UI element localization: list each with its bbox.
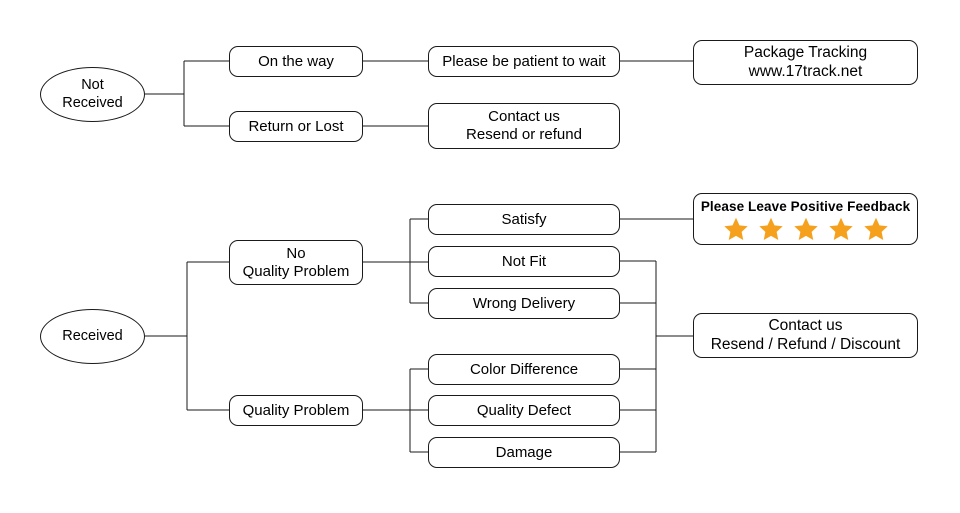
node-please-be-patient-to-wait[interactable]: Please be patient to wait	[428, 46, 620, 77]
star-icon[interactable]	[723, 216, 749, 242]
star-icon[interactable]	[758, 216, 784, 242]
node-contact-us-resend-refund-discount[interactable]: Contact us Resend / Refund / Discount	[693, 313, 918, 358]
node-on-the-way[interactable]: On the way	[229, 46, 363, 77]
feedback-title: Please Leave Positive Feedback	[700, 198, 911, 214]
star-icon[interactable]	[793, 216, 819, 242]
node-no-quality-problem[interactable]: No Quality Problem	[229, 240, 363, 285]
node-contact-us-resend-or-refund[interactable]: Contact us Resend or refund	[428, 103, 620, 149]
node-return-or-lost[interactable]: Return or Lost	[229, 111, 363, 142]
node-damage[interactable]: Damage	[428, 437, 620, 468]
node-color-difference[interactable]: Color Difference	[428, 354, 620, 385]
node-not-received[interactable]: Not Received	[40, 67, 145, 122]
node-quality-defect[interactable]: Quality Defect	[428, 395, 620, 426]
node-received[interactable]: Received	[40, 309, 145, 364]
star-icon[interactable]	[863, 216, 889, 242]
node-not-fit[interactable]: Not Fit	[428, 246, 620, 277]
node-wrong-delivery[interactable]: Wrong Delivery	[428, 288, 620, 319]
node-quality-problem[interactable]: Quality Problem	[229, 395, 363, 426]
node-package-tracking[interactable]: Package Tracking www.17track.net	[693, 40, 918, 85]
node-satisfy[interactable]: Satisfy	[428, 204, 620, 235]
node-leave-positive-feedback[interactable]: Please Leave Positive Feedback	[693, 193, 918, 245]
star-rating[interactable]	[723, 216, 889, 242]
star-icon[interactable]	[828, 216, 854, 242]
